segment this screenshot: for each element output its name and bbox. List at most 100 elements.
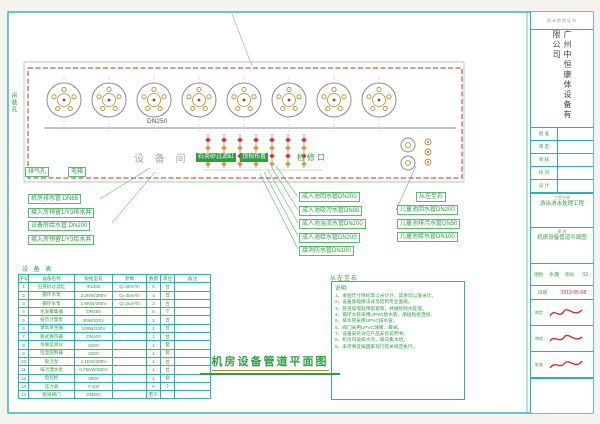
pipe-label: 设备房给水管 DN200 <box>28 221 91 231</box>
cert-label: 设计资质证书 <box>547 17 577 23</box>
field-row: 批 准 <box>531 128 593 141</box>
highlight-tag: 顶视布置 <box>240 153 269 162</box>
pipe-label: 成人池回水管DN200 <box>299 192 360 202</box>
leader-line <box>259 173 299 250</box>
titleblock-footer <box>531 379 593 413</box>
access-hatch-label: 检修口 <box>297 153 327 162</box>
notes-box: 说明: 1、本图尺寸除标高以米计外，其余均以毫米计。2、设备基础做法详见结构专业… <box>331 281 465 400</box>
signature-row: 审定 <box>531 300 593 326</box>
equipment-table-headrow: 序号设备名称规格型号参数数量单位备注 <box>18 273 211 284</box>
power-box-label: 电箱 <box>68 167 87 177</box>
field-row: 校 对 <box>531 167 593 180</box>
date-value: 2013-05-08 <box>560 289 587 296</box>
signature-row: 批准 <box>531 352 593 378</box>
valve-cluster <box>301 134 307 168</box>
valve-cluster <box>205 134 211 168</box>
filter-tank <box>136 76 172 132</box>
direction-note-top: 从左至右 <box>416 192 447 202</box>
leader-line <box>395 165 417 211</box>
pipe-label: 接消防水管DN100 <box>299 246 354 256</box>
leader-line <box>111 171 156 224</box>
drawing-title: 机房设备管道平面图 <box>200 352 340 375</box>
note-line: 3、管道穿墙处预留套管，并做好防水处理。 <box>335 305 427 311</box>
titleblock: 设计资质证书 广州中恒康体设备有限公司 批 准 审 定 审 核 校 对 设 计 … <box>530 12 593 413</box>
field-row: 审 核 <box>531 154 593 167</box>
note-line: 8、机房内设排水沟，坡向集水坑。 <box>335 337 408 343</box>
signature-mark <box>549 334 583 341</box>
highlight-tag: 石英砂过滤缸 <box>196 153 237 162</box>
filter-tank <box>316 76 352 132</box>
sheet-name-cell: 图 名 机房设备管道平面图 <box>531 228 593 264</box>
leader-line <box>271 167 299 211</box>
valve-cluster <box>285 134 291 168</box>
field-row: 设 计 <box>531 180 593 193</box>
pipe-label: 儿童池回水管DN200 <box>397 205 458 215</box>
sheet-border <box>7 11 594 414</box>
pipe-label: 接入房预留1/Y3排水井 <box>28 207 95 218</box>
valve-dot <box>424 138 432 146</box>
pump <box>400 137 416 153</box>
pipe-label: 成人池吸污水管DN80 <box>299 205 363 216</box>
leader-line <box>99 167 151 200</box>
pump <box>400 155 416 171</box>
note-line: 9、未尽事宜按国家现行有关规范执行。 <box>335 343 418 349</box>
leader-line <box>275 165 299 198</box>
signature-rows: 审定 审核 批准 <box>531 300 593 379</box>
equipment-table-caption: 设 备 表 <box>22 267 54 273</box>
signoff-fields: 批 准 审 定 审 核 校 对 设 计 <box>531 128 593 194</box>
direction-note-bottom: 从左至右 <box>330 276 359 282</box>
notes-list: 1、本图尺寸除标高以米计外，其余均以毫米计。2、设备基础做法详见结构专业图纸。3… <box>335 293 461 350</box>
company-name: 广州中恒康体设备有限公司 <box>552 30 572 120</box>
signature-row: 审核 <box>531 326 593 352</box>
company-box: 广州中恒康体设备有限公司 <box>531 30 593 128</box>
date-cell: 日期 2013-05-08 <box>531 286 593 300</box>
cert-box: 设计资质证书 <box>531 12 593 30</box>
child-pool-pipe-labels: 儿童池回水管DN200 儿童池排污水管DN50 儿童池给水管DN100 <box>397 205 461 246</box>
valve-dot <box>424 158 432 166</box>
pipe-label: 儿童池给水管DN100 <box>397 232 458 242</box>
pipe-label: 接入房预留1/Y3给水井 <box>28 234 95 245</box>
filter-tank <box>226 76 262 132</box>
leader-line <box>267 169 299 224</box>
break-line <box>231 13 253 67</box>
note-line: 5、排水管采用UPVC排水管。 <box>335 318 398 324</box>
valve-cluster <box>237 134 243 168</box>
filter-tank-row <box>46 76 397 132</box>
valve-dot <box>424 148 432 156</box>
field-row: 审 定 <box>531 141 593 154</box>
hoist-hole-label: 吊装孔 <box>10 92 16 113</box>
note-line: 7、设备安装详见产品安装说明书。 <box>335 331 408 337</box>
pipe-label: 儿童池排污水管DN50 <box>397 218 461 229</box>
note-line: 4、循环水管采用UPVC给水管，承插粘接连接。 <box>335 312 436 318</box>
pipe-label: 机房排水管 DN65 <box>28 194 82 204</box>
pipe-label: 成人池溢流水管DN200 <box>299 219 366 229</box>
pipe-size-label: DN250 <box>147 118 168 125</box>
valve-cluster <box>221 134 227 168</box>
equipment-room-label: 设 备 间 <box>134 154 190 165</box>
filter-tank <box>361 76 397 132</box>
filter-tank <box>91 76 127 132</box>
valve-cluster <box>269 134 275 168</box>
signature-mark <box>549 360 583 368</box>
note-line: 6、阀门采用UPVC球阀、蝶阀。 <box>335 324 403 330</box>
project-name-cell: 工程名称 游泳池水处理工程 <box>531 194 593 228</box>
note-line: 1、本图尺寸除标高以米计外，其余均以毫米计。 <box>335 293 437 298</box>
